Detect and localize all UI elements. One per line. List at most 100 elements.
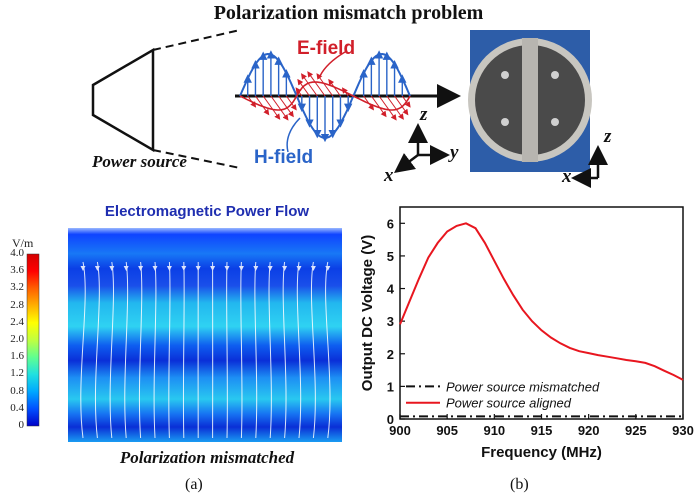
- legend-label: Power source aligned: [446, 396, 572, 411]
- simulation-figure: [26, 228, 342, 442]
- streamline-arrow-icon: [166, 266, 172, 271]
- simulation-title: Electromagnetic Power Flow: [104, 203, 310, 220]
- x-tick-label: 930: [672, 423, 694, 438]
- colorbar: [26, 253, 40, 427]
- panel-b-label: (b): [510, 476, 529, 493]
- streamlines: [80, 261, 331, 439]
- streamline: [138, 261, 143, 439]
- e-field-vector: [247, 95, 257, 108]
- x-axis-label: Frequency (MHz): [481, 444, 602, 461]
- e-field-vector: [316, 73, 334, 97]
- e-field-vector: [370, 95, 387, 118]
- e-field-vector: [295, 87, 303, 97]
- streamline-arrow-icon: [138, 266, 144, 271]
- colorbar-tick-label: 3.6: [10, 264, 24, 277]
- x-tick-label: 905: [436, 423, 458, 438]
- streamline: [268, 261, 272, 439]
- field-plot: [68, 228, 342, 442]
- colorbar-tick-label: 1.6: [10, 350, 24, 363]
- e-field-wave: [239, 71, 411, 121]
- axis-z-right: z: [604, 126, 612, 147]
- e-field-vector: [297, 78, 310, 97]
- streamline-arrow-icon: [224, 266, 230, 271]
- streamline: [124, 261, 129, 439]
- colorbar-tick-label: 1.2: [10, 367, 24, 380]
- e-field-vector: [378, 95, 397, 121]
- streamline: [168, 261, 171, 439]
- e-field-vector: [394, 95, 409, 116]
- y-tick-label: 1: [387, 379, 394, 394]
- e-field-vector: [278, 95, 294, 118]
- axis-y-left: y: [450, 142, 459, 163]
- h-field-label: H-field: [254, 147, 314, 168]
- axis-x-left: x: [384, 165, 394, 186]
- streamline: [310, 261, 316, 439]
- colorbar-unit: V/m: [12, 236, 34, 250]
- e-field-vector: [255, 95, 270, 116]
- streamline: [182, 261, 185, 439]
- x-tick-label: 915: [531, 423, 553, 438]
- series-line: [399, 222, 684, 381]
- colorbar-tick-label: 4.0: [10, 247, 24, 259]
- streamline-arrow-icon: [210, 266, 216, 271]
- streamline: [226, 261, 228, 439]
- streamline-arrow-icon: [282, 266, 288, 271]
- y-tick-label: 2: [387, 347, 394, 362]
- e-field-vector: [307, 71, 326, 97]
- streamline-arrow-icon: [267, 266, 273, 271]
- axis-x-right: x: [562, 166, 572, 187]
- x-tick-label: 900: [389, 423, 411, 438]
- e-field-vector: [341, 87, 349, 97]
- streamline: [153, 261, 157, 439]
- colorbar-tick-label: 2.8: [10, 298, 24, 311]
- colorbar-tick-label: 3.2: [10, 281, 24, 294]
- polarization-diagram: [91, 29, 608, 188]
- x-tick-label: 925: [625, 423, 647, 438]
- streamline-arrow-icon: [310, 266, 316, 271]
- streamline-arrow-icon: [238, 266, 244, 271]
- e-field-label: E-field: [297, 38, 356, 59]
- colorbar-tick-label: 0: [18, 419, 25, 431]
- streamline: [80, 261, 86, 439]
- y-tick-label: 4: [387, 282, 395, 297]
- e-field-vector: [363, 95, 375, 111]
- colorbar-tick-label: 2.4: [10, 315, 24, 328]
- streamline: [254, 261, 258, 439]
- y-tick-label: 6: [387, 216, 394, 231]
- streamline-arrow-icon: [181, 266, 187, 271]
- streamline: [296, 261, 302, 439]
- e-field-vector: [285, 95, 297, 111]
- streamline: [240, 261, 243, 439]
- panel-a-label: (a): [185, 476, 203, 493]
- streamline-arrow-icon: [94, 266, 100, 271]
- e-field-vector: [270, 95, 289, 121]
- y-tick-label: 3: [387, 314, 394, 329]
- legend-label: Power source mismatched: [446, 379, 600, 394]
- power-source-label: Power source: [92, 152, 187, 171]
- h-field-wave: [239, 50, 411, 143]
- axes-left-icon: [394, 123, 450, 173]
- streamline: [94, 261, 100, 439]
- e-field-vector: [401, 95, 411, 108]
- colorbar-tick-label: 2.0: [10, 333, 24, 345]
- streamline-arrow-icon: [325, 266, 331, 271]
- axes-right-icon: [571, 145, 608, 188]
- colorbar-tick-label: 0.8: [10, 384, 24, 397]
- e-field-vector: [262, 95, 281, 120]
- streamline-arrow-icon: [296, 266, 302, 271]
- streamline-arrow-icon: [123, 266, 129, 271]
- streamline-arrow-icon: [152, 266, 158, 271]
- streamline-arrow-icon: [195, 266, 201, 271]
- y-tick-label: 5: [387, 249, 394, 264]
- e-field-vector: [328, 78, 341, 97]
- y-axis-label: Output DC Voltage (V): [359, 235, 376, 391]
- y-tick-label: 0: [387, 412, 394, 427]
- streamline: [109, 261, 114, 439]
- e-field-vector: [386, 95, 404, 120]
- streamline-arrow-icon: [109, 266, 115, 271]
- streamline-arrow-icon: [253, 266, 259, 271]
- figure-title: Polarization mismatch problem: [213, 2, 484, 24]
- colorbar-tick-label: 0.4: [10, 401, 24, 414]
- x-tick-label: 910: [483, 423, 505, 438]
